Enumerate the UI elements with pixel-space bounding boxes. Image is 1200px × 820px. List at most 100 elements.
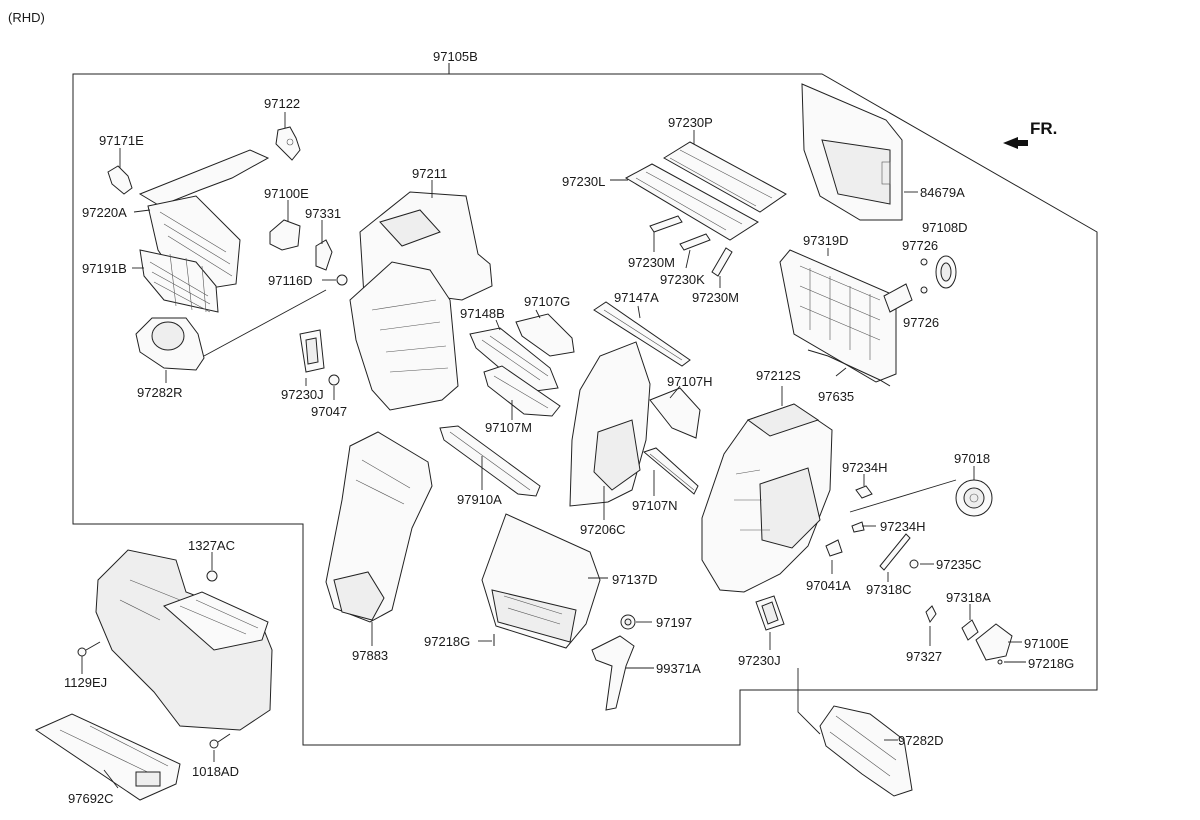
label-97230M-a: 97230M xyxy=(628,255,675,270)
part-97107M-door xyxy=(483,365,561,417)
part-97234H-lower xyxy=(851,521,865,533)
label-97726-upper: 97726 xyxy=(902,238,938,253)
label-97327: 97327 xyxy=(906,649,942,664)
part-97230M-a xyxy=(649,215,683,233)
part-97327 xyxy=(925,605,937,624)
part-97230J-seal-right xyxy=(755,595,785,631)
label-97107H: 97107H xyxy=(667,374,713,389)
label-97206C: 97206C xyxy=(580,522,626,537)
part-97331 xyxy=(315,239,333,271)
front-direction-icon xyxy=(1003,137,1028,149)
label-97230J-right: 97230J xyxy=(738,653,781,668)
label-97107M: 97107M xyxy=(485,420,532,435)
part-97211-upper-case xyxy=(349,191,493,411)
part-97047 xyxy=(328,374,340,386)
part-97122 xyxy=(275,126,301,161)
part-97635-sensor xyxy=(807,349,891,387)
part-97235C xyxy=(909,559,919,569)
part-97726-lower xyxy=(920,286,928,294)
label-97218G-right: 97218G xyxy=(1028,656,1074,671)
part-97318C-link xyxy=(879,533,911,571)
label-97230P: 97230P xyxy=(668,115,713,130)
part-99371A-hose xyxy=(591,635,635,711)
label-97692C: 97692C xyxy=(68,791,114,806)
front-direction-label: FR. xyxy=(1030,119,1057,138)
label-97234H-lower: 97234H xyxy=(880,519,926,534)
label-97191B: 97191B xyxy=(82,261,127,276)
part-1129EJ-bolt xyxy=(77,641,101,657)
assembly-label: 97105B xyxy=(433,49,478,64)
label-97230L: 97230L xyxy=(562,174,605,189)
part-97171E xyxy=(107,165,133,195)
part-97218G-right-screw xyxy=(997,659,1003,665)
label-97282D: 97282D xyxy=(898,733,944,748)
part-97318A xyxy=(961,619,979,641)
part-97230P-filter-cover xyxy=(663,141,787,213)
label-97171E: 97171E xyxy=(99,133,144,148)
label-97018: 97018 xyxy=(954,451,990,466)
part-97726-upper xyxy=(920,258,928,266)
label-97235C: 97235C xyxy=(936,557,982,572)
label-97211: 97211 xyxy=(412,166,447,181)
label-97107N: 97107N xyxy=(632,498,678,513)
part-97883-duct xyxy=(325,431,433,623)
part-1327AC-nut xyxy=(206,570,218,582)
part-97230L-filter-frame xyxy=(624,163,759,241)
label-1129EJ: 1129EJ xyxy=(64,675,107,690)
label-97318A: 97318A xyxy=(946,590,991,605)
label-97230J-left: 97230J xyxy=(281,387,324,402)
part-97319D-evaporator xyxy=(779,249,897,383)
part-97282D-duct xyxy=(819,705,913,797)
label-97234H-upper: 97234H xyxy=(842,460,888,475)
part-97018-motor xyxy=(955,479,993,517)
label-97910A: 97910A xyxy=(457,492,502,507)
part-97137D-lower-case xyxy=(481,513,601,649)
label-97230K: 97230K xyxy=(660,272,705,287)
part-97100E-right-actuator xyxy=(975,623,1013,661)
label-99371A: 99371A xyxy=(656,661,701,676)
label-97197: 97197 xyxy=(656,615,692,630)
label-97047: 97047 xyxy=(311,404,347,419)
label-97041A: 97041A xyxy=(806,578,851,593)
part-97234H-upper xyxy=(855,485,873,499)
variant-label: (RHD) xyxy=(8,10,45,25)
part-97107H-door xyxy=(649,387,701,439)
label-97100E-right: 97100E xyxy=(1024,636,1069,651)
part-97041A xyxy=(825,539,843,557)
label-97726-lower: 97726 xyxy=(903,315,939,330)
part-97191B-grille xyxy=(139,249,219,313)
label-97319D: 97319D xyxy=(803,233,849,248)
part-97197-grommet xyxy=(620,614,636,630)
part-97910A-door xyxy=(439,425,541,497)
part-97212S-heater-case xyxy=(701,403,833,593)
part-97230M-b xyxy=(711,247,733,277)
label-97883: 97883 xyxy=(352,648,388,663)
part-97692C-cover xyxy=(34,713,181,801)
part-97147A-door xyxy=(593,301,691,367)
part-dash-module-inset xyxy=(95,549,273,731)
part-97107G-door xyxy=(515,313,575,357)
label-97318C: 97318C xyxy=(866,582,912,597)
label-97107G: 97107G xyxy=(524,294,570,309)
part-97107N-door xyxy=(642,447,699,495)
label-97122: 97122 xyxy=(264,96,300,111)
part-97230J-seal-left xyxy=(299,329,325,373)
label-97137D: 97137D xyxy=(612,572,658,587)
label-97218G-left: 97218G xyxy=(424,634,470,649)
label-97282R: 97282R xyxy=(137,385,183,400)
label-84679A: 84679A xyxy=(920,185,965,200)
label-97212S: 97212S xyxy=(756,368,801,383)
label-1327AC: 1327AC xyxy=(188,538,235,553)
label-97147A: 97147A xyxy=(614,290,659,305)
label-97116D: 97116D xyxy=(268,273,313,288)
part-97148B-door xyxy=(469,327,559,393)
assembly-boundary xyxy=(72,63,1098,746)
part-97116D xyxy=(336,274,348,286)
part-97230K xyxy=(679,233,711,251)
part-97206C-case xyxy=(569,341,651,507)
label-1018AD: 1018AD xyxy=(192,764,239,779)
label-97230M-b: 97230M xyxy=(692,290,739,305)
label-97148B: 97148B xyxy=(460,306,505,321)
part-1018AD-screw xyxy=(209,733,231,749)
